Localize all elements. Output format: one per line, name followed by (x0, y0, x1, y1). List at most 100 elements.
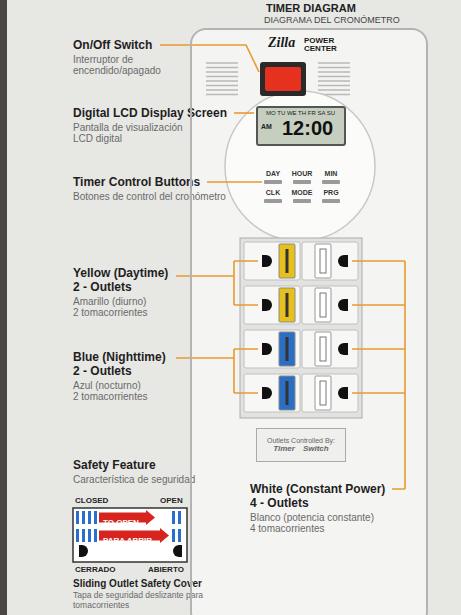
cover-stripe (88, 511, 91, 524)
cover-stripe (91, 529, 94, 542)
vent (318, 76, 350, 78)
state-label: CLOSED (75, 496, 108, 505)
outlet (320, 381, 326, 405)
cover-stripe (76, 529, 79, 542)
button-bar (322, 199, 340, 203)
node-text: MO TU WE TH FR SA SU (266, 110, 335, 116)
cover-stripe (181, 529, 184, 542)
cover-stripe (91, 511, 94, 524)
bracket-line (176, 261, 258, 305)
state-label: CERRADO (75, 565, 115, 574)
outlet (302, 374, 358, 412)
cover-stripe (94, 511, 97, 524)
caption-label: Sliding Outlet Safety Cover (73, 578, 202, 589)
callout-label: Digital LCD Display Screen (73, 106, 227, 120)
button-label: MIN (325, 170, 338, 177)
outlet (262, 343, 272, 355)
button-bar (264, 199, 282, 203)
outlet-slot (173, 545, 182, 557)
cover-stripe (88, 529, 91, 542)
timer-dial (225, 91, 375, 241)
lcd-screen: AM MO TU WE TH FR SA SU12:00 (256, 106, 346, 146)
outlet (315, 244, 331, 278)
callout-translation: Amarillo (diurno) 2 tomacorrientes (73, 296, 151, 318)
safety-cover (73, 508, 187, 562)
vent (206, 62, 238, 64)
outlet (320, 293, 326, 317)
outlet (286, 249, 289, 273)
cover-stripe (175, 511, 178, 524)
outlet (302, 286, 358, 324)
vent (318, 67, 350, 69)
cover-stripe (178, 511, 181, 524)
node-text: 12:00 (282, 117, 333, 140)
vent (318, 85, 350, 87)
cover-stripe (79, 529, 82, 542)
cover-stripe (85, 529, 88, 542)
outlet (320, 249, 326, 273)
button-label: CLK (266, 189, 280, 196)
outlet (286, 293, 289, 317)
outlet (338, 255, 348, 267)
callout-label: On/Off Switch (73, 38, 152, 52)
box-edge (0, 0, 7, 615)
caption-translation: Tapa de seguridad deslizante para tomaco… (73, 590, 203, 610)
callout-label: Yellow (Daytime) 2 - Outlets (73, 266, 173, 294)
vent (206, 89, 238, 91)
switch-bezel (260, 62, 306, 96)
button-label: PRG (323, 189, 338, 196)
button-bar (322, 180, 340, 184)
outlet (279, 376, 295, 410)
outlet (279, 332, 295, 366)
node-text: Timer (273, 444, 295, 453)
bracket-line (352, 261, 405, 489)
cover-stripe (79, 511, 82, 524)
outlet (302, 330, 358, 368)
outlet (338, 299, 348, 311)
outlet (302, 242, 358, 280)
button-label: HOUR (292, 170, 313, 177)
cover-stripe (85, 511, 88, 524)
button-bar (264, 180, 340, 203)
outlet-panel (240, 238, 362, 418)
rocker-switch (265, 67, 301, 91)
node-text: POWER CENTER (304, 37, 346, 54)
node-text: Zilla (268, 35, 295, 51)
node-text: Outlets Controlled By: (257, 437, 345, 444)
vent (318, 89, 350, 91)
callout-translation: Pantalla de visualización LCD digital (73, 122, 191, 144)
cover-stripe (172, 511, 175, 524)
cover-stripe (181, 511, 184, 524)
outlet (244, 330, 358, 368)
arrow-shape: PARA ABRIR (99, 528, 169, 543)
cover-stripe (172, 529, 175, 542)
outlet (262, 255, 272, 267)
cover-stripe (82, 529, 85, 542)
vent (206, 76, 238, 78)
callout-label: Timer Control Buttons (73, 175, 200, 189)
outlet (244, 242, 358, 412)
button-label: DAY (266, 170, 280, 177)
arrow-shape: TO OPEN (99, 510, 155, 525)
vent (206, 94, 238, 96)
leader-line (234, 112, 254, 114)
outlet (286, 381, 289, 405)
node-text: AM (261, 123, 272, 130)
outlet (315, 288, 331, 322)
outlet (262, 387, 272, 399)
outlet (320, 337, 326, 361)
diagram-title: TIMER DIAGRAM (266, 2, 356, 14)
outlet (338, 343, 348, 355)
callout-translation: Característica de seguridad (73, 474, 195, 485)
status-box: Outlets Controlled By:TimerSwitch (256, 428, 346, 462)
callout-translation: Blanco (potencia constante) 4 tomacorrie… (250, 512, 379, 534)
outlet (279, 288, 295, 322)
cover-stripe (175, 529, 178, 542)
button-bar (293, 199, 311, 203)
button-bar (293, 180, 311, 184)
vent (318, 71, 350, 73)
outlet (315, 332, 331, 366)
callout-translation: Azul (nocturno) 2 tomacorrientes (73, 380, 149, 402)
callout-label: Safety Feature (73, 458, 156, 472)
